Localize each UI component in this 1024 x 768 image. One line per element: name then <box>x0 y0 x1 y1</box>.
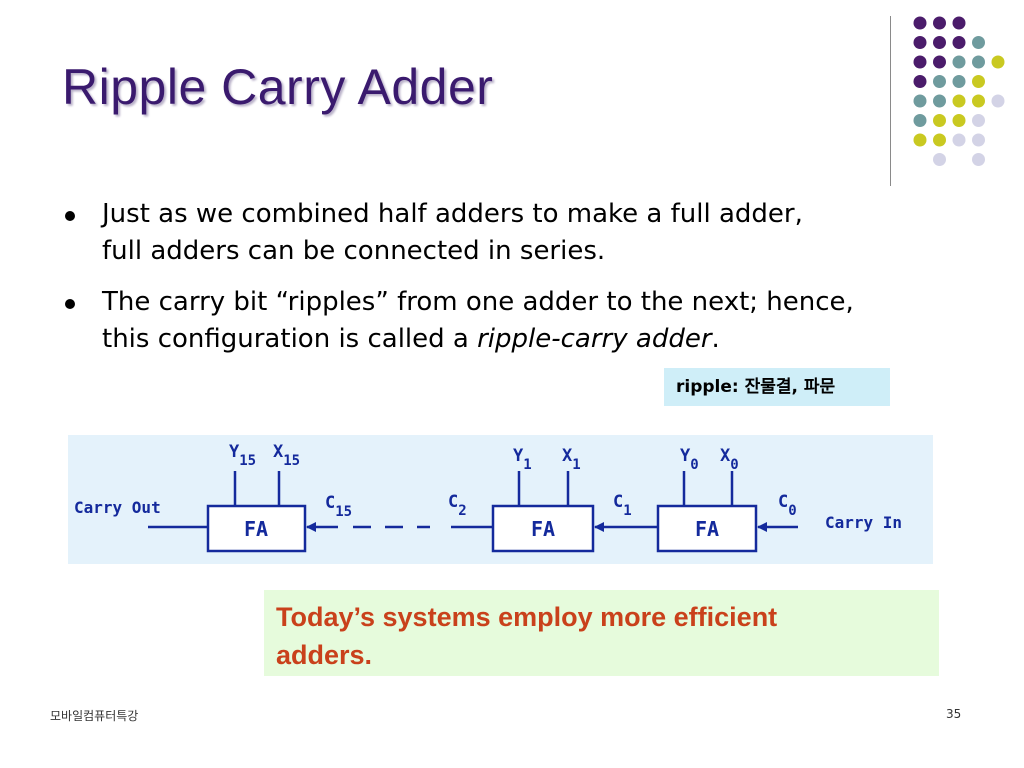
bullet-item: The carry bit “ripples” from one adder t… <box>62 284 962 358</box>
bullet-text-line: this configuration is called a ripple-ca… <box>102 321 962 358</box>
decorative-dot <box>991 55 1005 69</box>
carry-label-c2: C2 <box>448 492 467 519</box>
fa-block-1 <box>491 504 595 553</box>
input-label-x15: X15 <box>273 442 300 469</box>
decorative-dot <box>972 75 985 88</box>
ripple-carry-diagram-svg: FA FA FA Y15 X15 C15 Y1 X1 C2 C1 Y0 X0 C… <box>74 442 902 553</box>
bullet-term-italic: ripple-carry adder <box>477 324 712 354</box>
title-divider-line <box>890 16 891 186</box>
decorative-dot <box>952 75 966 88</box>
decorative-dot <box>972 55 985 69</box>
bullet-text-line: full adders can be connected in series. <box>102 236 606 266</box>
decorative-dot <box>933 133 946 147</box>
ripple-carry-diagram: FA FA FA Y15 X15 C15 Y1 X1 C2 C1 Y0 X0 C… <box>68 435 933 564</box>
decorative-dot <box>913 55 927 69</box>
callout-text: adders. <box>276 640 373 670</box>
decorative-dot <box>991 94 1005 108</box>
bullet-dot-icon <box>65 299 75 309</box>
decorative-dot <box>913 133 927 147</box>
input-label-y15: Y15 <box>229 442 256 469</box>
decorative-dot <box>952 94 966 108</box>
decorative-dot <box>913 114 927 127</box>
decorative-dot <box>972 114 985 127</box>
carry-in-label: Carry In <box>825 513 902 532</box>
fa-label: FA <box>244 517 268 541</box>
fa-block-15 <box>206 504 307 553</box>
bullet-text: . <box>711 324 720 354</box>
decorative-dot <box>913 36 927 49</box>
decorative-dot <box>933 75 946 88</box>
decorative-dot <box>913 75 927 88</box>
decorative-dot <box>972 153 985 166</box>
input-label-x0: X0 <box>720 446 739 473</box>
slide-title: Ripple Carry Adder <box>62 59 494 115</box>
decorative-dot <box>933 94 946 108</box>
carry-label-c0: C0 <box>778 492 797 519</box>
decorative-dot <box>913 94 927 108</box>
input-label-y1: Y1 <box>513 446 532 473</box>
input-label-x1: X1 <box>562 446 581 473</box>
decorative-dot <box>952 36 966 49</box>
decorative-dot <box>933 114 946 127</box>
callout-text: Today’s systems employ more efficient <box>276 602 778 632</box>
decorative-dot <box>933 55 946 69</box>
decorative-dot <box>933 36 946 49</box>
decorative-dot <box>952 114 966 127</box>
bullet-dot-icon <box>65 211 75 221</box>
page-number: 35 <box>946 707 962 721</box>
bullet-text: this configuration is called a <box>102 324 478 354</box>
fa-label: FA <box>531 517 555 541</box>
carry-label-c15: C15 <box>325 493 352 520</box>
bullet-item: Just as we combined half adders to make … <box>62 196 962 270</box>
bullet-list: Just as we combined half adders to make … <box>62 196 962 372</box>
carry-out-label: Carry Out <box>74 498 161 517</box>
carry-label-c1: C1 <box>613 492 632 519</box>
fa-label: FA <box>695 517 719 541</box>
bullet-text-line: The carry bit “ripples” from one adder t… <box>102 287 854 317</box>
decorative-dot <box>952 55 966 69</box>
callout-box: Today’s systems employ more efficient ad… <box>264 590 939 676</box>
decorative-dot <box>972 94 985 108</box>
decorative-dot <box>933 153 946 166</box>
fa-block-0 <box>656 504 758 553</box>
decorative-dot <box>972 36 985 49</box>
decorative-dot <box>913 16 927 30</box>
decorative-dot <box>933 16 946 30</box>
vocabulary-note: ripple: 잔물결, 파문 <box>664 368 890 406</box>
footer-course-name: 모바일컴퓨터특강 <box>50 709 139 723</box>
decorative-dot <box>952 133 966 147</box>
decorative-dot <box>972 133 985 147</box>
input-label-y0: Y0 <box>680 446 699 473</box>
decorative-dot <box>952 16 966 30</box>
decorative-dot-grid <box>913 16 1005 166</box>
bullet-text-line: Just as we combined half adders to make … <box>102 199 803 229</box>
